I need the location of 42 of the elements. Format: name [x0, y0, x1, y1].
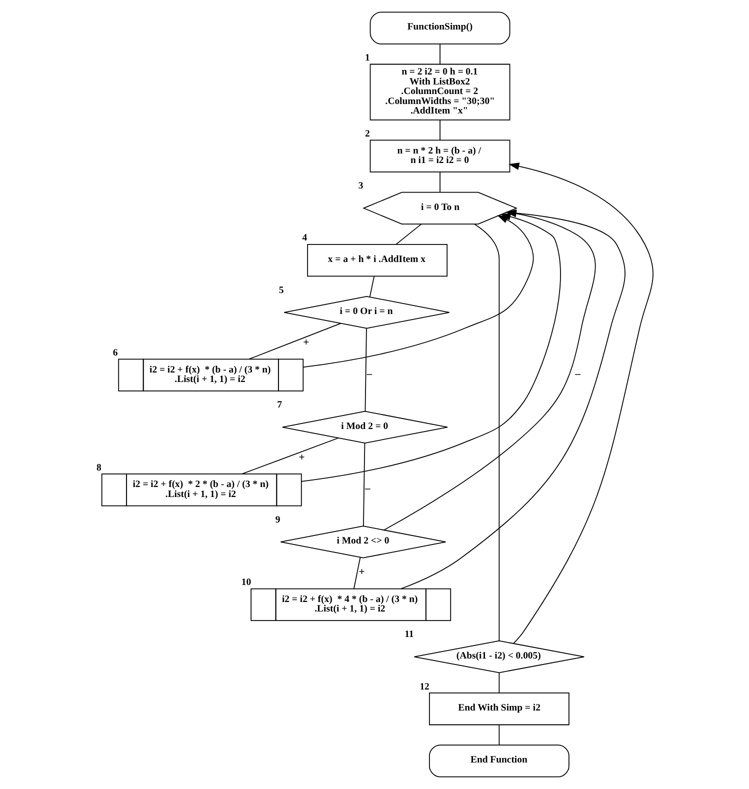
connector — [439, 120, 440, 140]
connector — [241, 438, 338, 474]
node-diamond: i = 0 Or i = n — [283, 296, 450, 329]
node-label: 12 — [419, 681, 429, 692]
connector — [498, 672, 500, 694]
node-box: FunctionSimp() — [369, 12, 510, 44]
connector — [362, 442, 365, 526]
connector — [439, 172, 440, 193]
edge-label: + — [302, 338, 309, 349]
connector — [498, 724, 500, 746]
edge-label: – — [364, 484, 370, 495]
edge-label: + — [298, 452, 304, 464]
node-box: x = a + h * i .AddItem x — [306, 244, 448, 277]
connector — [439, 44, 440, 65]
node-box: End Function — [428, 744, 569, 778]
connector — [248, 322, 341, 360]
node-diamond: (Abs(i1 - i2) < 0.005) — [413, 640, 584, 674]
connector — [474, 224, 500, 642]
connector — [395, 224, 422, 245]
node-label: 8 — [96, 462, 101, 474]
connector — [368, 276, 374, 298]
node-diamond: i Mod 2 = 0 — [281, 410, 448, 444]
node-label: 2 — [364, 128, 370, 140]
node-label: 4 — [302, 232, 307, 244]
node-label: 11 — [404, 629, 414, 640]
node-box: n = 2 i2 = 0 h = 0.1 With ListBox2 .ColumnCount = 2 .ColumnWidths = "30;30" .AddItem "x" — [369, 64, 510, 120]
node-label: 9 — [274, 514, 280, 526]
node-label: 10 — [240, 577, 251, 588]
node-label: 7 — [276, 400, 282, 411]
connector — [364, 328, 366, 412]
node-box: n = n * 2 h = (b - a) / n i1 = i2 i2 = 0 — [369, 140, 510, 172]
edge-label: + — [358, 567, 364, 578]
edge-label: – — [366, 368, 372, 380]
node-box: End With Simp = i2 — [428, 692, 569, 726]
node-label: 3 — [358, 180, 363, 192]
node-label: 5 — [278, 284, 284, 296]
node-diamond: i Mod 2 <> 0 — [280, 526, 446, 558]
edge-label: – — [574, 368, 580, 380]
node-label: 1 — [364, 52, 370, 64]
node-label: 6 — [112, 347, 118, 358]
connector — [352, 557, 360, 590]
arrow — [508, 162, 653, 644]
